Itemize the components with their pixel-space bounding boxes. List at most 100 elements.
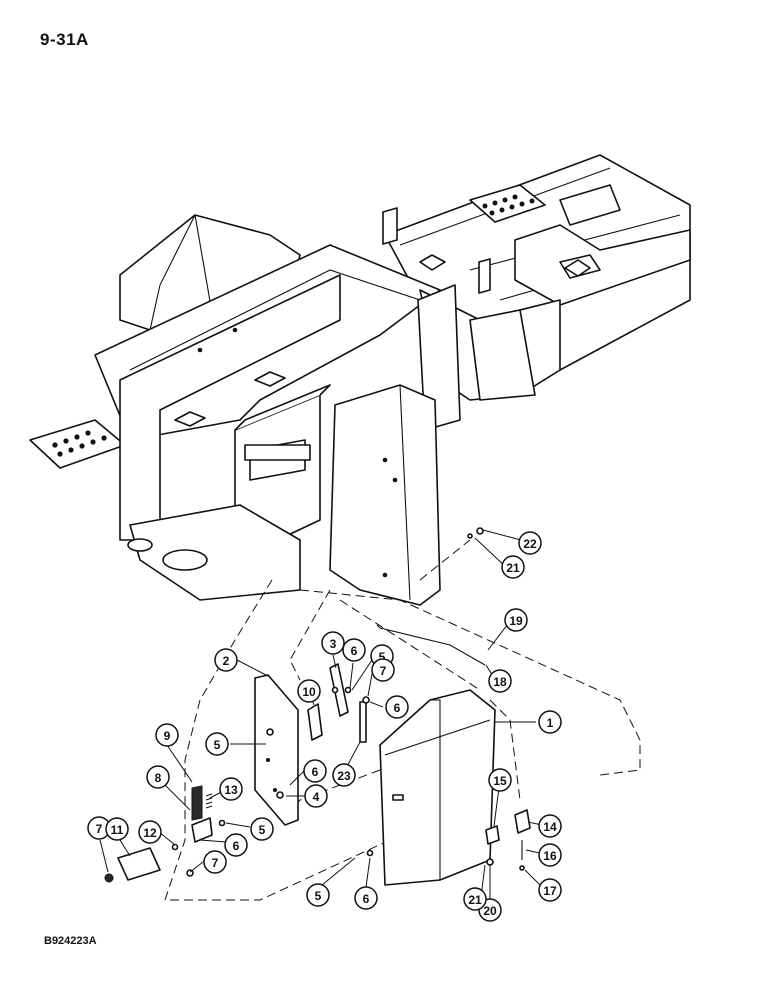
callout-22: 22 bbox=[518, 531, 542, 555]
callout-label: 12 bbox=[143, 826, 157, 840]
callout-circle bbox=[306, 883, 330, 907]
callout-circle bbox=[488, 768, 512, 792]
callout-label: 4 bbox=[313, 790, 320, 804]
callout-10: 10 bbox=[297, 679, 321, 703]
callout-circle bbox=[203, 850, 227, 874]
callout-6: 6 bbox=[224, 833, 248, 857]
callout-circle bbox=[214, 648, 238, 672]
callout-circle bbox=[250, 817, 274, 841]
access-panel bbox=[379, 689, 496, 886]
callout-label: 20 bbox=[483, 904, 497, 918]
callout-label: 16 bbox=[543, 849, 557, 863]
callout-label: 2 bbox=[223, 654, 230, 668]
callout-7: 7 bbox=[371, 658, 395, 682]
callout-circle bbox=[297, 679, 321, 703]
callout-label: 22 bbox=[523, 537, 537, 551]
callout-label: 6 bbox=[363, 892, 370, 906]
callout-7: 7 bbox=[203, 850, 227, 874]
callout-label: 14 bbox=[543, 820, 557, 834]
callout-label: 11 bbox=[111, 823, 124, 837]
callout-label: 19 bbox=[509, 614, 523, 628]
callout-21: 21 bbox=[501, 555, 525, 579]
callout-circle bbox=[321, 631, 345, 655]
callout-4: 4 bbox=[304, 784, 328, 808]
callout-label: 15 bbox=[493, 774, 507, 788]
callout-label: 3 bbox=[330, 637, 337, 651]
callout-circle bbox=[304, 784, 328, 808]
callout-13: 13 bbox=[219, 777, 243, 801]
callout-label: 18 bbox=[493, 675, 507, 689]
callout-circle bbox=[342, 638, 366, 662]
main-frame bbox=[29, 154, 691, 606]
callout-circle bbox=[332, 763, 356, 787]
callout-16: 16 bbox=[538, 843, 562, 867]
callout-17: 17 bbox=[538, 878, 562, 902]
latch-assembly-right bbox=[467, 527, 531, 871]
callout-label: 5 bbox=[214, 738, 221, 752]
callout-circle bbox=[538, 710, 562, 734]
callout-label: 7 bbox=[96, 822, 103, 836]
callout-2: 2 bbox=[214, 648, 238, 672]
callout-15: 15 bbox=[488, 768, 512, 792]
callout-circle bbox=[501, 555, 525, 579]
callout-label: 6 bbox=[351, 644, 358, 658]
callout-3: 3 bbox=[321, 631, 345, 655]
callout-18: 18 bbox=[488, 669, 512, 693]
leader-lines bbox=[99, 529, 545, 907]
callout-5: 5 bbox=[250, 817, 274, 841]
callout-label: 21 bbox=[468, 893, 482, 907]
callout-label: 7 bbox=[212, 856, 219, 870]
callout-label: 6 bbox=[394, 701, 401, 715]
callout-label: 9 bbox=[164, 729, 171, 743]
callout-label: 6 bbox=[233, 839, 240, 853]
callout-circle bbox=[155, 723, 179, 747]
figure-id: B924223A bbox=[44, 935, 97, 947]
callout-circle bbox=[138, 820, 162, 844]
callout-circle bbox=[463, 887, 487, 911]
callout-circle bbox=[219, 777, 243, 801]
callout-label: 5 bbox=[259, 823, 266, 837]
callout-circle bbox=[205, 732, 229, 756]
callout-circle bbox=[105, 817, 129, 841]
callout-19: 19 bbox=[504, 608, 528, 632]
callout-circle bbox=[354, 886, 378, 910]
callout-label: 23 bbox=[337, 769, 351, 783]
callout-5: 5 bbox=[306, 883, 330, 907]
callout-circle bbox=[538, 878, 562, 902]
callout-circle bbox=[488, 669, 512, 693]
callout-circle bbox=[224, 833, 248, 857]
callout-circle bbox=[385, 695, 409, 719]
callout-5: 5 bbox=[205, 732, 229, 756]
callout-6: 6 bbox=[342, 638, 366, 662]
callout-11: 11 bbox=[105, 817, 129, 841]
callout-14: 14 bbox=[538, 814, 562, 838]
callout-9: 9 bbox=[155, 723, 179, 747]
callout-label: 6 bbox=[312, 765, 319, 779]
callout-6: 6 bbox=[354, 886, 378, 910]
support-rod bbox=[376, 624, 486, 666]
callout-6: 6 bbox=[385, 695, 409, 719]
callout-label: 8 bbox=[155, 771, 162, 785]
callout-1: 1 bbox=[538, 710, 562, 734]
callout-label: 7 bbox=[380, 664, 387, 678]
callout-circle bbox=[538, 843, 562, 867]
callout-label: 13 bbox=[224, 783, 238, 797]
callout-8: 8 bbox=[146, 765, 170, 789]
callout-circle bbox=[371, 658, 395, 682]
callout-12: 12 bbox=[138, 820, 162, 844]
callout-label: 5 bbox=[379, 650, 386, 664]
callout-label: 21 bbox=[506, 561, 520, 575]
callout-6: 6 bbox=[303, 759, 327, 783]
callout-circle bbox=[518, 531, 542, 555]
callout-label: 5 bbox=[315, 889, 322, 903]
callout-21: 21 bbox=[463, 887, 487, 911]
latch-assembly-left bbox=[104, 663, 374, 883]
callout-label: 17 bbox=[543, 884, 557, 898]
callout-circle bbox=[538, 814, 562, 838]
page-number: 9-31A bbox=[40, 30, 89, 49]
callout-label: 10 bbox=[302, 685, 316, 699]
callout-circle bbox=[146, 765, 170, 789]
callout-circle bbox=[303, 759, 327, 783]
